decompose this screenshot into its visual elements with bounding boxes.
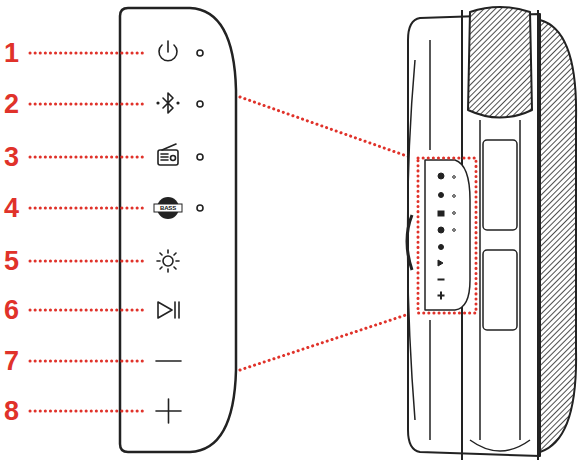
leader-lines [30,53,418,411]
callout-number: 1 [4,40,19,67]
mini-panel-icons [438,173,455,299]
callout-number: 4 [4,195,19,222]
highlight-box [418,158,476,313]
callout-number: 6 [4,297,19,324]
callout-number: 8 [4,398,19,425]
control-icons [156,41,203,423]
icon-text: BASS [160,205,176,211]
callout-number: 3 [4,144,19,171]
panel-outline [120,8,236,452]
callout-number: 5 [4,248,19,275]
callout-number: 7 [4,348,19,375]
speaker-drawing [407,7,576,460]
callout-number: 2 [4,91,19,118]
bass-icon [154,197,182,219]
